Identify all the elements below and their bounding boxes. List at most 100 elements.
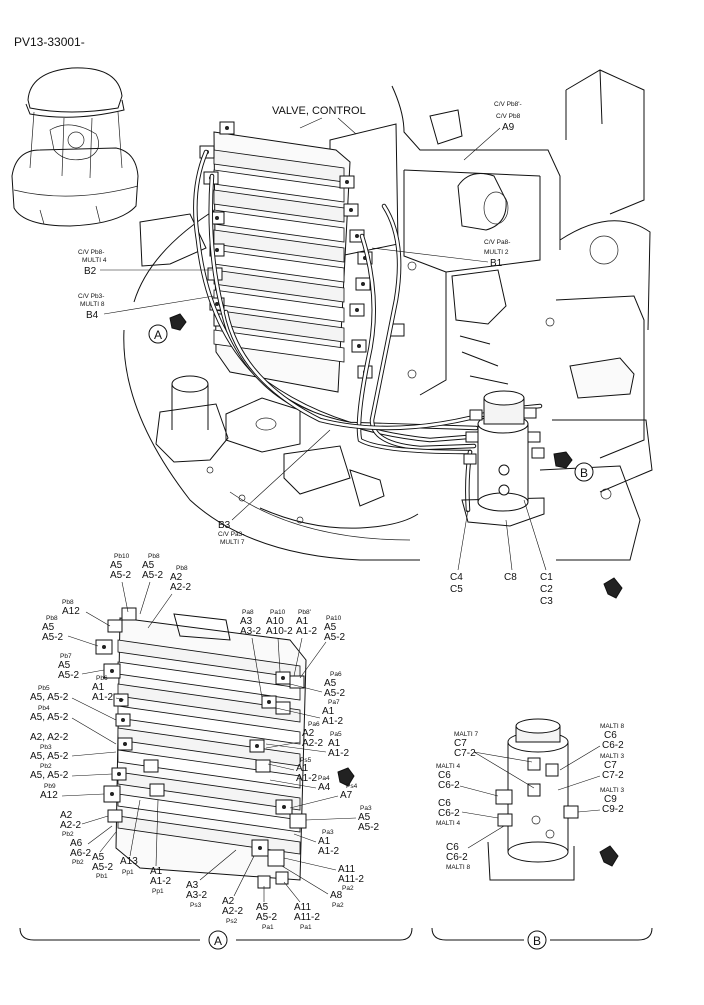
callout-pa1-a: A5 A5-2 Pa1: [256, 886, 278, 931]
svg-text:MALTI 3: MALTI 3: [600, 753, 624, 760]
view-a-callouts: Pb10 A5 A5-2 Pb8 A5 A5-2 Pb8 A2 A2-2 Pb8…: [30, 553, 380, 931]
callout-b4: C/V Pb3- MULTI 8 B4: [78, 293, 215, 321]
svg-text:C7: C7: [454, 738, 467, 749]
svg-text:A2: A2: [302, 728, 315, 739]
svg-text:Pb2: Pb2: [72, 859, 84, 866]
svg-text:A2: A2: [170, 572, 183, 583]
svg-text:A1: A1: [92, 682, 105, 693]
svg-text:Pa6: Pa6: [308, 721, 320, 728]
callout-pb8-prime: Pb8' A1 A1-2: [293, 609, 318, 677]
svg-text:Ps4: Ps4: [346, 783, 358, 790]
svg-text:MULTI 2: MULTI 2: [484, 249, 509, 256]
svg-text:A3: A3: [186, 880, 199, 891]
callout-c1: C1 C2 C3: [523, 499, 553, 607]
svg-text:A5: A5: [58, 660, 71, 671]
callout-b3: B3 C/V Pa3- MULTI 7: [218, 429, 331, 546]
svg-text:Ps3: Ps3: [190, 902, 202, 909]
svg-text:A1: A1: [296, 616, 309, 627]
main-view-structure: [123, 69, 653, 561]
svg-text:C7-2: C7-2: [454, 748, 476, 759]
svg-text:Pp1: Pp1: [152, 888, 164, 895]
svg-text:Ps5: Ps5: [300, 757, 312, 764]
svg-text:A1: A1: [328, 738, 341, 749]
svg-text:A10-2: A10-2: [266, 626, 293, 637]
svg-text:A5-2: A5-2: [92, 862, 114, 873]
svg-text:Pa8: Pa8: [242, 609, 254, 616]
svg-text:C9: C9: [604, 794, 617, 805]
svg-text:C/V Pb3-: C/V Pb3-: [78, 293, 104, 300]
svg-text:Pb2: Pb2: [62, 831, 74, 838]
svg-text:Pb6: Pb6: [96, 675, 108, 682]
svg-text:C/V Pb8'-: C/V Pb8'-: [494, 101, 522, 108]
svg-text:C/V Pa8-: C/V Pa8-: [484, 239, 510, 246]
callout-malti8-b: C6 C6-2 MALTI 8: [446, 825, 505, 871]
svg-text:A11-2: A11-2: [338, 874, 364, 885]
svg-text:A13: A13: [120, 856, 138, 867]
view-b-bracket-label: B: [533, 934, 541, 948]
svg-text:Pa1: Pa1: [300, 924, 312, 931]
svg-text:Pb8: Pb8: [62, 599, 74, 606]
svg-text:A5-2: A5-2: [324, 688, 346, 699]
svg-text:Pa2: Pa2: [342, 885, 354, 892]
svg-text:C6-2: C6-2: [602, 740, 624, 751]
svg-text:B4: B4: [86, 310, 99, 321]
svg-text:A5: A5: [110, 560, 123, 571]
callout-pa2-b: A11 A11-2 Pa2: [283, 857, 364, 892]
view-b-valve-drawing: [487, 718, 619, 881]
callout-pb8-c: Pb8 A12: [62, 599, 111, 627]
callout-malti3-b: MALTI 3 C9 C9-2: [577, 787, 624, 815]
svg-text:A1: A1: [296, 763, 309, 774]
svg-text:A6-2: A6-2: [70, 848, 92, 859]
callout-b1: C/V Pa8- MULTI 2 B1: [371, 239, 510, 269]
svg-text:A1: A1: [322, 706, 335, 717]
callout-pp1-a: A13 Pp1: [120, 799, 141, 876]
view-a-front-arrow: [337, 767, 355, 787]
callout-pa10-a: Pa10 A10 A10-2: [266, 609, 293, 673]
svg-text:Pb8': Pb8': [298, 609, 311, 616]
svg-text:A5, A5-2: A5, A5-2: [30, 770, 69, 781]
svg-text:C3: C3: [540, 596, 553, 607]
svg-text:A5-2: A5-2: [58, 670, 80, 681]
svg-text:A1-2: A1-2: [318, 846, 340, 857]
callout-pp1-b: A1 A1-2 Pp1: [150, 799, 172, 895]
view-b-bracket: B: [431, 927, 653, 950]
svg-text:Pb5: Pb5: [38, 685, 50, 692]
callout-b2: C/V Pb8- MULTI 4 B2: [78, 249, 212, 277]
svg-text:A11: A11: [338, 864, 355, 875]
svg-text:MULTI 4: MULTI 4: [82, 257, 107, 264]
callout-pb7: Pb7 A5 A5-2: [58, 653, 105, 681]
svg-text:A1-2: A1-2: [150, 876, 172, 887]
svg-text:Pa2: Pa2: [332, 902, 344, 909]
callout-pa6-b: Pa6 A5 A5-2: [289, 671, 346, 699]
svg-text:A1-2: A1-2: [296, 626, 318, 637]
svg-text:B1: B1: [490, 258, 503, 269]
svg-text:A5: A5: [256, 902, 269, 913]
callout-pa2-a: A8 Pa2: [281, 865, 344, 909]
control-valve-stack: [199, 121, 405, 393]
view-a-arrow: [169, 313, 187, 331]
svg-text:Pa4: Pa4: [318, 775, 330, 782]
svg-text:B2: B2: [84, 266, 97, 277]
svg-text:A2, A2-2: A2, A2-2: [30, 732, 69, 743]
svg-text:A5, A5-2: A5, A5-2: [30, 751, 69, 762]
svg-text:C6: C6: [604, 730, 617, 741]
svg-text:Pa3: Pa3: [322, 829, 334, 836]
svg-text:MULTI 7: MULTI 7: [220, 539, 245, 546]
svg-text:B3: B3: [218, 520, 231, 531]
svg-text:Pb8: Pb8: [148, 553, 160, 560]
view-a-letter: A: [154, 328, 162, 342]
callout-pb4: Pb4 A5, A5-2 A2, A2-2: [30, 705, 117, 745]
callout-pa6-a: Pa6 A2 A2-2: [265, 721, 324, 749]
callout-pa4: Pa4 A4: [269, 775, 331, 793]
svg-text:A2: A2: [60, 810, 73, 821]
svg-text:MALTI 8: MALTI 8: [600, 723, 624, 730]
svg-text:A2-2: A2-2: [302, 738, 324, 749]
svg-text:A12: A12: [40, 790, 58, 801]
view-b-letter: B: [580, 466, 588, 480]
svg-text:A4: A4: [318, 782, 331, 793]
callout-ps2: A2 A2-2 Ps2: [222, 855, 255, 925]
callout-pb8-d: Pb8 A5 A5-2: [42, 615, 99, 647]
svg-text:A2: A2: [222, 896, 235, 907]
svg-text:C9-2: C9-2: [602, 804, 624, 815]
